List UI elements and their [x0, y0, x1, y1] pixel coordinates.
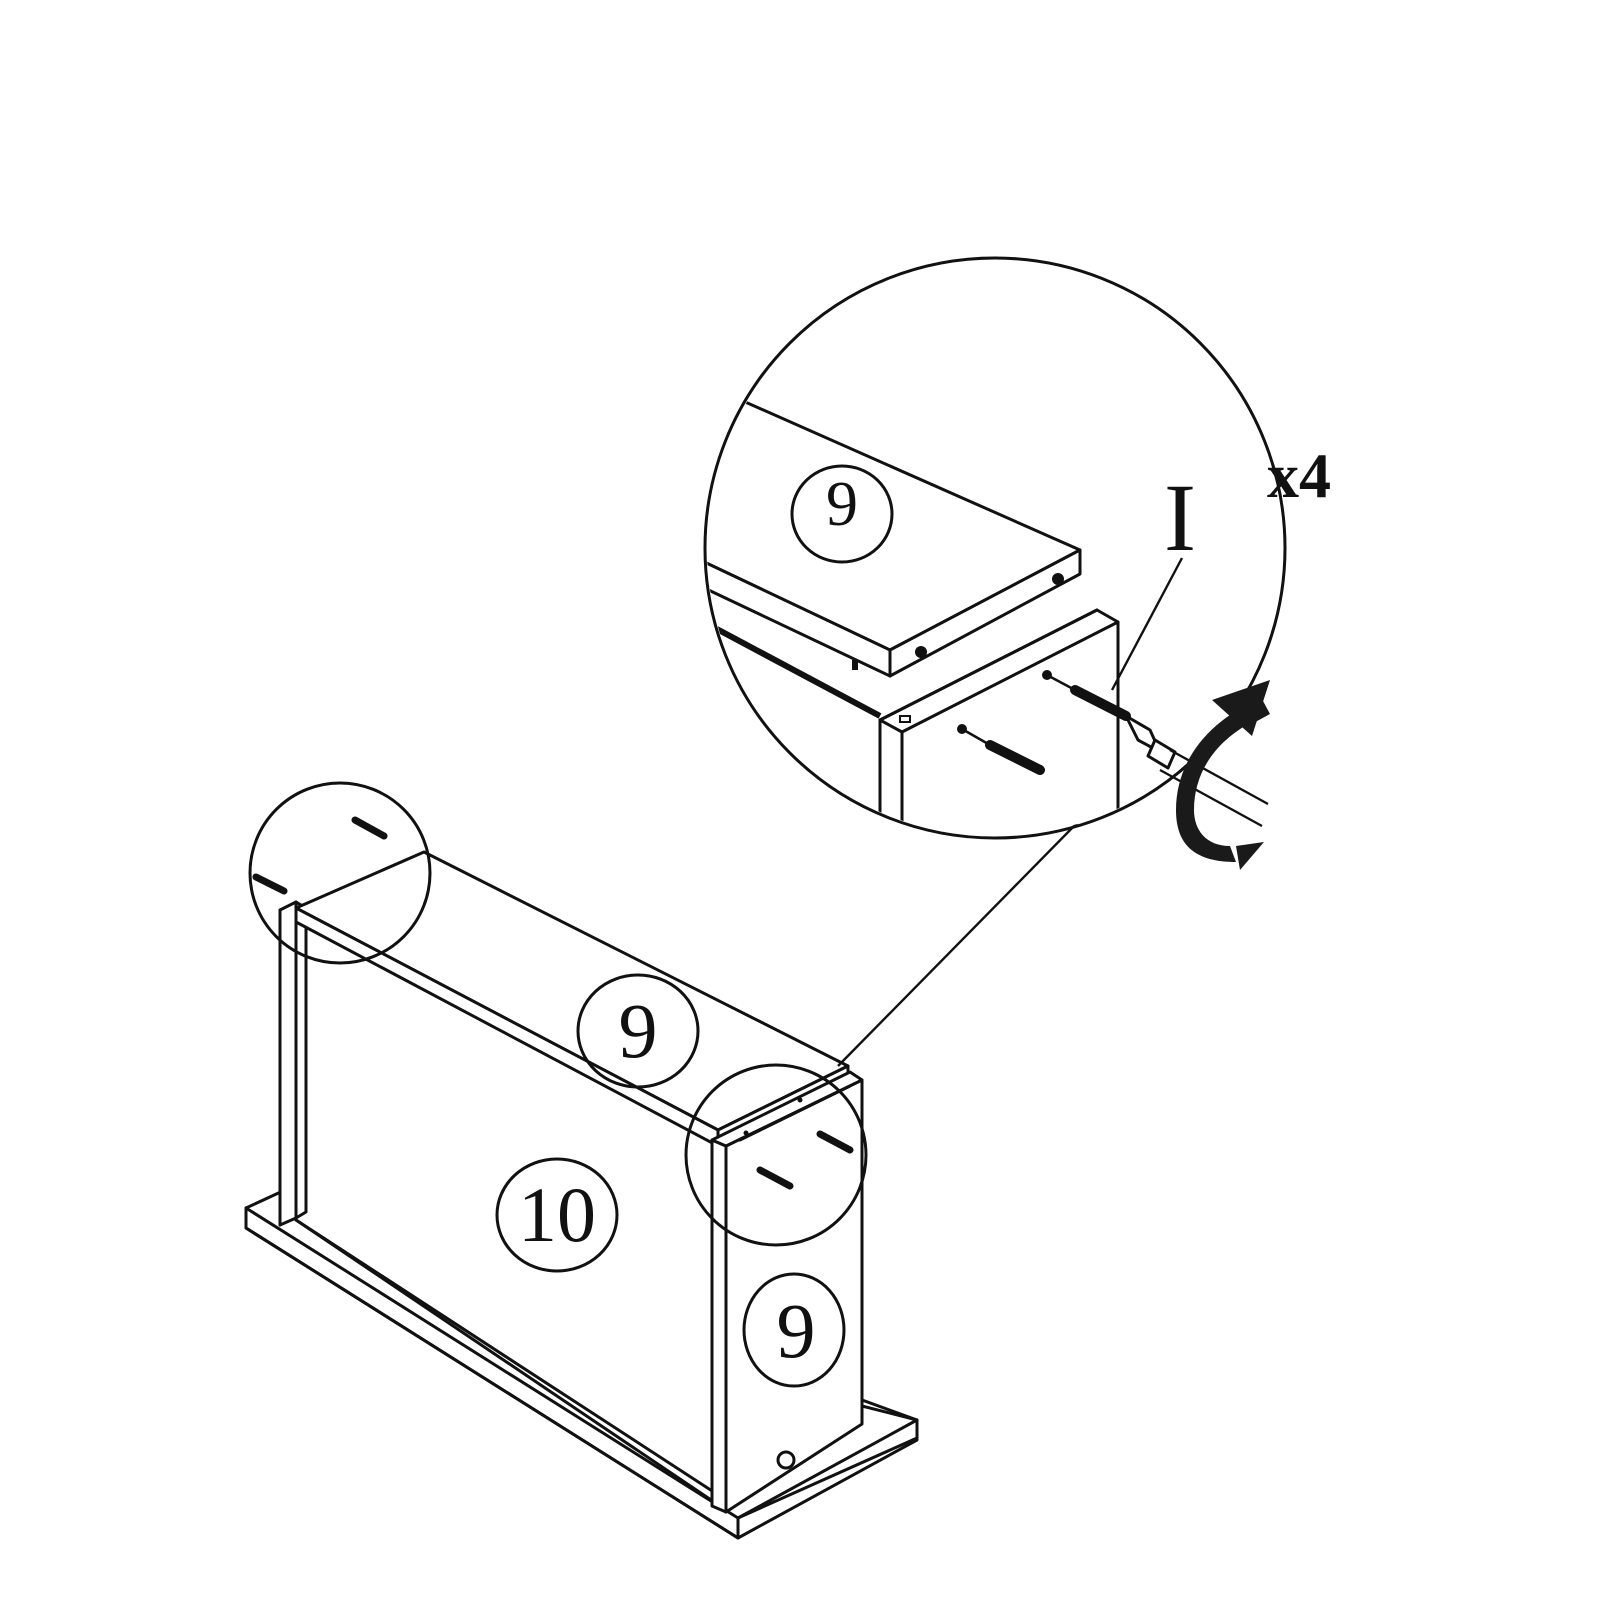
part-label-circle-detail [790, 464, 894, 564]
part-label-back-panel: 10 [518, 1171, 596, 1258]
hardware-id-label: I [1164, 464, 1196, 571]
left-side-panel [278, 900, 308, 1227]
part-label-top-panel: 9 [618, 987, 658, 1074]
rotate-clockwise-arrow-icon [1176, 680, 1270, 870]
cam-hole [776, 1450, 796, 1470]
part-label-side-panel: 9 [776, 1287, 816, 1374]
part-label-circle-back [495, 1157, 619, 1273]
detail-callout [703, 256, 1287, 840]
highlight-circle-top-left [248, 781, 432, 965]
part-label-circle-side [742, 1272, 846, 1388]
part-label-detail: 9 [826, 468, 858, 539]
hardware-quantity-label: x4 [1267, 440, 1331, 511]
highlight-circle-top-right [684, 1063, 868, 1247]
screw-marks [252, 816, 854, 1190]
right-side-panel-9 [710, 1070, 864, 1514]
callout-leader-line [837, 821, 1079, 1067]
part-label-circle-top [576, 973, 700, 1089]
